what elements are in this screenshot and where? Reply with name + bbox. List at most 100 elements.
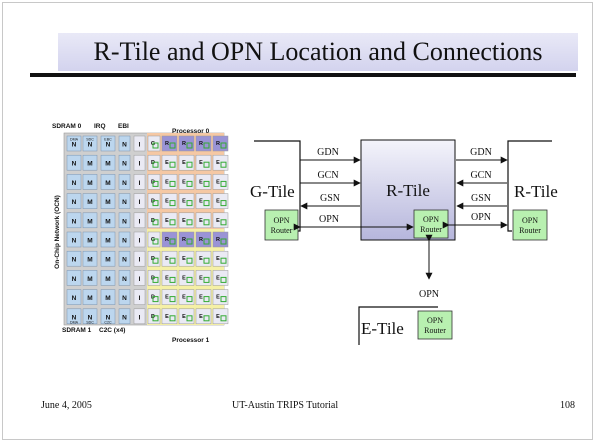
chip-mem-tile xyxy=(118,174,131,190)
chip-mem-tile xyxy=(66,270,82,286)
chip-proc-tile-label: E xyxy=(216,160,220,166)
chip-green-square xyxy=(220,200,227,207)
chip-green-square xyxy=(203,296,210,303)
chip-mem-tile xyxy=(82,231,98,248)
chip-mem-tile xyxy=(100,289,116,305)
chip-mem-tile xyxy=(118,270,131,286)
chip-proc-tile-label: E xyxy=(216,256,220,262)
chip-label-ocn: On-Chip Network (OCN) xyxy=(54,195,61,269)
chip-green-square xyxy=(169,257,176,264)
left-link-gdn-label: GDN xyxy=(317,147,339,158)
chip-green-square xyxy=(220,142,227,149)
chip-mem-tile-label: M xyxy=(105,276,110,283)
chip-green-square xyxy=(152,296,159,303)
chip-proc-tile-label: E xyxy=(199,218,203,224)
chip-label-sdram1: SDRAM 1 xyxy=(62,327,92,334)
chip-proc-tile-label: E xyxy=(182,179,186,185)
chip-mem-tile xyxy=(66,135,82,152)
chip-mem-tile-label: M xyxy=(87,257,92,264)
chip-green-square xyxy=(186,180,193,187)
chip-mem-tile-label: M xyxy=(87,180,92,187)
chip-green-square xyxy=(203,180,210,187)
chip-green-square xyxy=(152,219,159,226)
chip-io-tile xyxy=(133,270,146,286)
left-link-gsn-label: GSN xyxy=(320,193,340,204)
chip-mem-tile xyxy=(118,250,131,267)
chip-io-tile-label: I xyxy=(139,257,141,264)
slide-border xyxy=(2,2,593,440)
chip-green-square xyxy=(186,161,193,168)
chip-mem-tile-label: N xyxy=(122,218,127,225)
chip-mem-tile-label: N xyxy=(106,142,111,149)
chip-mem-tile xyxy=(66,174,82,190)
chip-green-square xyxy=(203,315,210,322)
chip-proc-tile-label: E xyxy=(182,314,186,320)
chip-proc-tile-label: E xyxy=(182,199,186,205)
rtile-right-label: R-Tile xyxy=(514,182,558,201)
chip-proc-tile-label: E xyxy=(216,218,220,224)
chip-green-square xyxy=(152,200,159,207)
chip-mem-tile xyxy=(100,174,116,190)
chip-mem-tile-label: N xyxy=(72,238,77,245)
chip-io-tile-label: I xyxy=(139,161,141,168)
chip-io-tile xyxy=(133,231,146,248)
chip-mem-tile xyxy=(82,270,98,286)
etile-label: E-Tile xyxy=(361,319,404,338)
chip-green-square xyxy=(203,238,210,245)
chip-proc-tile-label: E xyxy=(182,160,186,166)
chip-mem-tile-label: N xyxy=(72,295,77,302)
rtile-router-line2: Router xyxy=(420,225,442,234)
chip-mem-tile-label: N xyxy=(122,295,127,302)
chip-mem-tile xyxy=(100,135,116,152)
chip-mem-tile xyxy=(100,308,116,325)
chip-mem-tile-label: N xyxy=(122,238,127,245)
chip-mem-tile-label: M xyxy=(87,238,92,245)
chip-green-square xyxy=(152,180,159,187)
chip-green-square xyxy=(203,200,210,207)
chip-green-square xyxy=(220,257,227,264)
chip-io-tile-label: I xyxy=(139,238,141,245)
chip-io-tile xyxy=(133,154,146,171)
chip-io-tile xyxy=(133,174,146,190)
chip-small-label: SDC xyxy=(86,138,94,142)
chip-green-square xyxy=(169,219,176,226)
chip-mem-tile-label: N xyxy=(122,161,127,168)
chip-green-square xyxy=(220,161,227,168)
chip-io-tile-label: I xyxy=(139,218,141,225)
chip-mem-tile-label: M xyxy=(87,199,92,206)
chip-mem-tile xyxy=(118,308,131,325)
chip-proc-tile-label: E xyxy=(199,256,203,262)
chip-mem-tile xyxy=(66,212,82,229)
chip-mem-tile-label: M xyxy=(87,276,92,283)
chip-proc-tile-label: R xyxy=(199,237,203,243)
title-bar: R-Tile and OPN Location and Connections xyxy=(58,33,578,71)
rtile-label: R-Tile xyxy=(386,181,430,200)
chip-mem-tile xyxy=(66,193,82,209)
chip-mem-tile xyxy=(118,231,131,248)
chip-io-tile xyxy=(133,289,146,305)
chip-mem-tile xyxy=(66,308,82,325)
title-rule xyxy=(30,73,576,77)
etile-opn-router: OPN Router xyxy=(417,310,453,340)
chip-proc-tile-label: E xyxy=(199,275,203,281)
chip-green-square xyxy=(220,315,227,322)
chip-mem-tile-label: N xyxy=(88,314,93,321)
right-link-gdn-label: GDN xyxy=(470,147,492,158)
chip-proc-tile-label: E xyxy=(165,199,169,205)
chip-mem-tile xyxy=(118,212,131,229)
chip-mem-tile-label: N xyxy=(72,161,77,168)
chip-green-square xyxy=(152,315,159,322)
vertical-link-opn-label: OPN xyxy=(419,289,439,300)
chip-mem-tile-label: M xyxy=(87,161,92,168)
chip-green-square xyxy=(220,219,227,226)
chip-green-square xyxy=(186,238,193,245)
gtile-opn-router: OPN Router xyxy=(264,209,299,241)
chip-green-square xyxy=(203,257,210,264)
chip-io-tile-label: I xyxy=(139,314,141,321)
chip-proc-tile-label: E xyxy=(165,218,169,224)
chip-green-square xyxy=(186,276,193,283)
chip-io-tile-label: I xyxy=(139,276,141,283)
chip-small-label: DMA xyxy=(70,138,79,142)
chip-green-square xyxy=(220,296,227,303)
